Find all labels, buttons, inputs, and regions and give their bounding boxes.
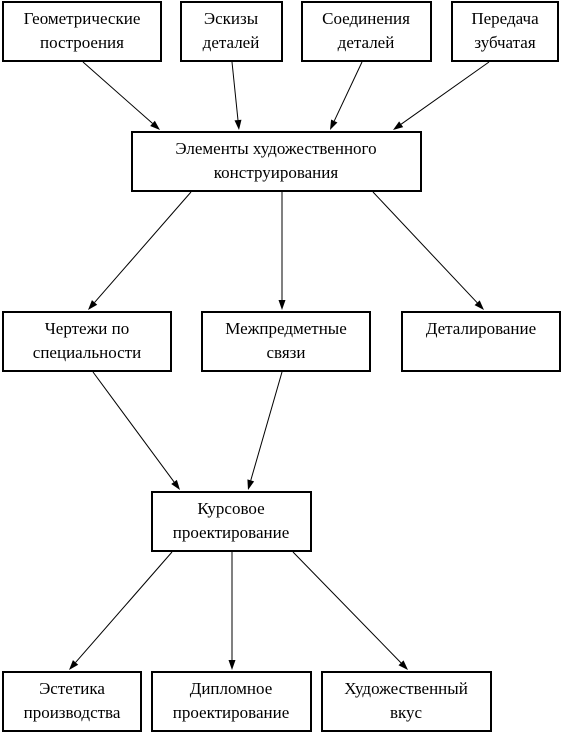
node-geometric-constructions: Геометрические построения bbox=[2, 1, 162, 62]
edge-sketches-to-elements bbox=[231, 61, 242, 130]
edge-line bbox=[400, 61, 490, 125]
node-part-sketches-line-1: Эскизы bbox=[204, 9, 259, 28]
node-course-design: Курсовое проектирование bbox=[151, 491, 312, 552]
edge-line bbox=[372, 191, 478, 304]
arrowhead bbox=[393, 121, 404, 130]
node-diploma-design-box bbox=[151, 671, 312, 732]
edge-coursework-to-diploma bbox=[228, 552, 236, 670]
node-production-aesthetics-line-2: производства bbox=[24, 703, 121, 722]
node-artistic-taste: Художественный вкус bbox=[321, 671, 492, 732]
node-specialty-drawings: Чертежи по специальности bbox=[2, 311, 172, 372]
node-detailing: Деталирование bbox=[401, 311, 561, 372]
edge-gear-to-elements bbox=[393, 61, 490, 130]
node-gear-transmission-line-1: Передача bbox=[471, 9, 539, 28]
arrowhead bbox=[234, 119, 242, 130]
arrowhead bbox=[278, 300, 286, 310]
node-detailing-line-1: Деталирование bbox=[426, 319, 536, 338]
edge-line bbox=[333, 61, 363, 122]
node-artistic-design-elements-line-2: конструирования bbox=[214, 163, 339, 182]
node-part-sketches-line-2: деталей bbox=[203, 33, 260, 52]
node-part-joints-box bbox=[301, 1, 432, 62]
node-part-sketches-box bbox=[180, 1, 283, 62]
edge-line bbox=[94, 191, 192, 303]
node-gear-transmission-box bbox=[451, 1, 559, 62]
node-interdisciplinary-links-line-1: Межпредметные bbox=[225, 319, 347, 338]
edge-line bbox=[75, 551, 173, 663]
node-interdisciplinary-links-line-2: связи bbox=[267, 343, 306, 362]
node-course-design-box bbox=[151, 491, 312, 552]
node-interdisciplinary-links: Межпредметные связи bbox=[201, 311, 371, 372]
edge-geometric-to-elements bbox=[82, 61, 160, 130]
node-specialty-drawings-line-2: специальности bbox=[33, 343, 141, 362]
edge-elements-to-interdisciplinary bbox=[278, 192, 286, 310]
edge-elements-to-detailing bbox=[372, 191, 484, 310]
arrowhead bbox=[69, 660, 79, 670]
node-part-joints-line-1: Соединения bbox=[322, 9, 410, 28]
edge-joints-to-elements bbox=[330, 61, 363, 130]
node-detailing-box bbox=[401, 311, 561, 372]
edge-interdisciplinary-to-coursework bbox=[247, 371, 283, 490]
node-course-design-line-2: проектирование bbox=[173, 523, 290, 542]
node-geometric-constructions-box bbox=[2, 1, 162, 62]
node-production-aesthetics-box bbox=[2, 671, 142, 732]
edge-line bbox=[231, 61, 239, 121]
node-artistic-design-elements: Элементы художественного конструирования bbox=[131, 131, 422, 192]
node-part-sketches: Эскизы деталей bbox=[180, 1, 283, 62]
node-part-joints: Соединения деталей bbox=[301, 1, 432, 62]
edge-line bbox=[250, 371, 283, 481]
node-specialty-drawings-box bbox=[2, 311, 172, 372]
node-production-aesthetics-line-1: Эстетика bbox=[39, 679, 105, 698]
arrowhead bbox=[330, 119, 338, 130]
node-geometric-constructions-line-2: построения bbox=[40, 33, 124, 52]
node-artistic-taste-line-1: Художественный bbox=[344, 679, 468, 698]
node-geometric-constructions-line-1: Геометрические bbox=[24, 9, 141, 28]
node-diploma-design-line-1: Дипломное bbox=[190, 679, 273, 698]
edge-coursework-to-aesthetics bbox=[69, 551, 173, 670]
node-interdisciplinary-links-box bbox=[201, 311, 371, 372]
edge-coursework-to-taste bbox=[292, 551, 408, 670]
arrowhead bbox=[171, 479, 180, 490]
node-artistic-taste-line-2: вкус bbox=[390, 703, 423, 722]
node-course-design-line-1: Курсовое bbox=[197, 499, 264, 518]
edge-line bbox=[92, 371, 175, 483]
edge-line bbox=[82, 61, 153, 124]
arrowhead bbox=[88, 300, 98, 310]
node-diploma-design: Дипломное проектирование bbox=[151, 671, 312, 732]
node-specialty-drawings-line-1: Чертежи по bbox=[45, 319, 130, 338]
arrowhead bbox=[150, 120, 160, 130]
node-artistic-taste-box bbox=[321, 671, 492, 732]
edge-drawings-to-coursework bbox=[92, 371, 180, 490]
node-gear-transmission: Передача зубчатая bbox=[451, 1, 559, 62]
arrowhead bbox=[398, 660, 408, 670]
node-artistic-design-elements-line-1: Элементы художественного bbox=[175, 139, 376, 158]
edge-line bbox=[292, 551, 402, 664]
edges-layer bbox=[69, 61, 490, 670]
node-diploma-design-line-2: проектирование bbox=[173, 703, 290, 722]
node-artistic-design-elements-box bbox=[131, 131, 422, 192]
node-gear-transmission-line-2: зубчатая bbox=[474, 33, 535, 52]
arrowhead bbox=[474, 300, 484, 310]
arrowhead bbox=[247, 479, 255, 490]
edge-elements-to-drawings bbox=[88, 191, 192, 310]
node-part-joints-line-2: деталей bbox=[338, 33, 395, 52]
node-production-aesthetics: Эстетика производства bbox=[2, 671, 142, 732]
arrowhead bbox=[228, 660, 236, 670]
